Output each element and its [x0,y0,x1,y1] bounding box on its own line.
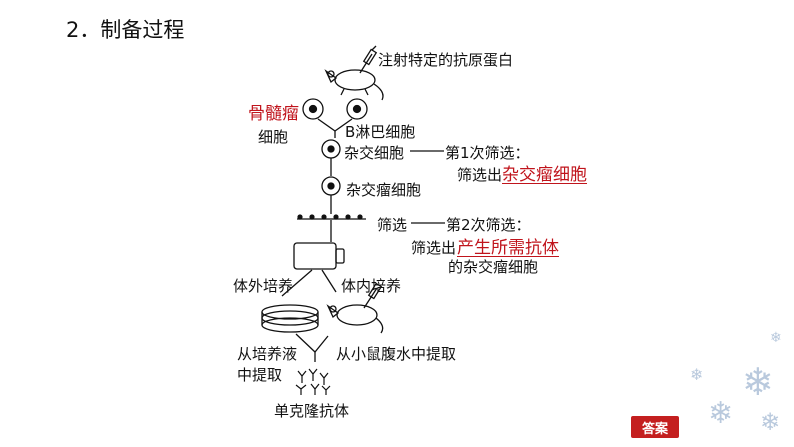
mouse-icon [324,69,384,101]
from-culture-label-2: 中提取 [237,366,283,384]
in-vivo-label: 体内培养 [341,277,402,295]
snowflake-icon: ❄ [742,360,774,404]
myeloma-cell-icon [302,98,324,120]
snowflake-icon: ❄ [690,365,704,384]
snowflake-icon: ❄ [770,330,782,346]
hybrid-cell-label: 杂交细胞 [344,144,405,162]
first-screen-title: 第1次筛选： [445,144,530,162]
myeloma-label: 骨髓瘤 [248,104,299,124]
product-label: 单克隆抗体 [274,402,350,420]
second-screen-title: 第2次筛选： [446,216,531,234]
culture-bottle-icon [293,242,345,270]
answer-button[interactable]: 答案 [631,416,679,438]
screen-label: 筛选 [377,216,408,234]
first-screen-prefix: 筛选出 [457,166,503,184]
extraction-converge [295,333,329,353]
first-screen-target: 杂交瘤细胞 [502,165,587,185]
hybridoma-cell-icon [321,176,341,196]
syringe-icon [359,45,378,74]
snowflake-icon: ❄ [760,408,781,436]
petri-dish-icon [261,304,319,333]
page-title: 2．制备过程 [66,18,185,42]
from-mouse-label: 从小鼠腹水中提取 [336,345,457,363]
in-vivo-branch [321,269,337,293]
myeloma-cell-label: 细胞 [258,128,289,146]
b-cell-icon [346,98,368,120]
in-vitro-label: 体外培养 [233,277,294,295]
from-culture-label-1: 从培养液 [237,345,298,363]
antibody-icons [295,368,331,395]
in-vitro-branch [281,269,313,297]
syringe-icon [363,282,383,309]
second-screen-target: 产生所需抗体 [457,238,559,258]
b-cell-label: B淋巴细胞 [345,123,416,141]
mouse-icon [326,304,384,334]
screen-plate-dots [297,214,363,220]
snowflake-icon: ❄ [708,396,734,431]
hybridoma-label: 杂交瘤细胞 [346,181,422,199]
inject-antigen-label: 注射特定的抗原蛋白 [378,51,514,69]
second-screen-suffix: 的杂交瘤细胞 [448,258,539,276]
hybrid-cell-icon [321,139,341,159]
second-screen-prefix: 筛选出 [411,239,457,257]
